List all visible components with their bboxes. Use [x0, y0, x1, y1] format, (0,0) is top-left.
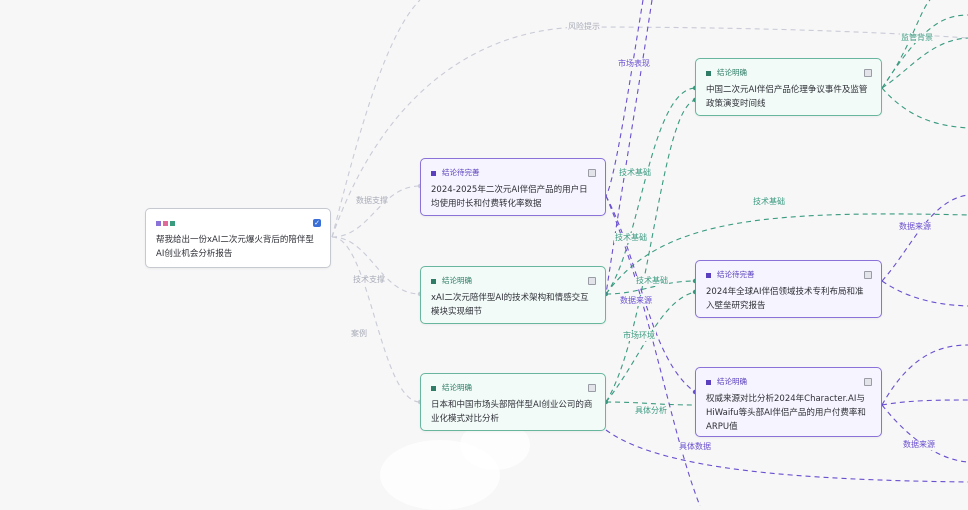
- status-square-icon: [431, 278, 436, 284]
- edge-user-data-arpu: [605, 195, 696, 393]
- edge-label-data-source: 数据来源: [898, 222, 932, 232]
- node-status: 结论待完善: [442, 168, 480, 177]
- edge-arpu-right-1: [881, 399, 968, 406]
- node-menu-icon[interactable]: [864, 378, 872, 386]
- status-square-icon: [431, 385, 436, 391]
- edge-label-tech-basis: 技术基础: [618, 168, 652, 178]
- edge-root-xai-tech: [331, 236, 421, 295]
- edge-japan-ethics: [605, 99, 696, 403]
- node-title: 权威来源对比分析2024年Character.AI与HiWaifu等头部AI伴侣…: [706, 394, 866, 432]
- edge-root-user-data: [331, 185, 421, 238]
- edge-label-tech-support: 技术支撑: [352, 275, 386, 285]
- edge-label-specific-data: 具体数据: [678, 442, 712, 452]
- node-status: 结论明确: [717, 68, 747, 77]
- edge-label-data-source: 数据来源: [902, 440, 936, 450]
- node-title: 中国二次元AI伴侣产品伦理争议事件及监管政策演变时间线: [706, 85, 868, 109]
- node-menu-icon[interactable]: [864, 69, 872, 77]
- edge-label-tech-basis: 技术基础: [752, 197, 786, 207]
- edge-top-market: [605, 0, 644, 197]
- edge-specific-data: [605, 429, 968, 483]
- edge-label-regulation: 监管背景: [900, 33, 934, 43]
- edge-xai-ethics: [605, 87, 696, 295]
- edge-arpu-right-3: [881, 344, 968, 406]
- edge-label-data-support: 数据支撑: [355, 196, 389, 206]
- edge-ethics-right-2: [881, 87, 968, 129]
- root-node[interactable]: ✓ 帮我给出一份xAI二次元爆火背后的陪伴型AI创业机会分析报告: [145, 208, 331, 268]
- edge-ethics-right-1: [881, 14, 968, 89]
- node-menu-icon[interactable]: [588, 169, 596, 177]
- edge-label-tech-basis: 技术基础: [635, 276, 669, 286]
- edge-ethics-top: [881, 0, 931, 89]
- node-title: 2024年全球AI伴侣领域技术专利布局和准入壁垒研究报告: [706, 287, 864, 311]
- node-japan-china[interactable]: 结论明确 日本和中国市场头部陪伴型AI创业公司的商业化模式对比分析: [420, 373, 606, 431]
- edge-label-data-source: 数据来源: [619, 296, 653, 306]
- status-square-icon: [431, 170, 436, 176]
- edge-root-top-left: [331, 0, 421, 238]
- edge-label-specific-case: 具体分析: [634, 406, 668, 416]
- edge-label-risk: 风险提示: [567, 22, 601, 32]
- status-square-icon: [706, 272, 711, 278]
- edge-patents-data-source: [881, 194, 968, 282]
- edge-top-market-2: [605, 0, 653, 295]
- node-menu-icon[interactable]: [588, 384, 596, 392]
- node-arpu[interactable]: 结论明确 权威来源对比分析2024年Character.AI与HiWaifu等头…: [695, 367, 882, 437]
- node-ethics-timeline[interactable]: 结论明确 中国二次元AI伴侣产品伦理争议事件及监管政策演变时间线: [695, 58, 882, 116]
- edge-xai-far-right: [605, 213, 968, 295]
- edge-root-japan-china: [331, 236, 421, 403]
- checkbox-checked-icon[interactable]: ✓: [313, 219, 321, 227]
- root-color-square-purple: [156, 220, 161, 226]
- root-node-title: 帮我给出一份xAI二次元爆火背后的陪伴型AI创业机会分析报告: [156, 235, 314, 259]
- edge-label-tech-basis: 技术基础: [614, 233, 648, 243]
- node-patents[interactable]: 结论待完善 2024年全球AI伴侣领域技术专利布局和准入壁垒研究报告: [695, 260, 882, 318]
- node-status: 结论待完善: [717, 270, 755, 279]
- node-xai-tech[interactable]: 结论明确 xAI二次元陪伴型AI的技术架构和情感交互模块实现细节: [420, 266, 606, 324]
- root-color-square-teal: [170, 220, 175, 226]
- node-status: 结论明确: [717, 377, 747, 386]
- status-square-icon: [706, 379, 711, 385]
- edge-patents-right: [881, 280, 968, 307]
- edge-xai-patents: [605, 280, 696, 295]
- node-title: 2024-2025年二次元AI伴侣产品的用户日均使用时长和付费转化率数据: [431, 185, 588, 209]
- edge-label-market-perf: 市场表现: [617, 59, 651, 69]
- node-status: 结论明确: [442, 383, 472, 392]
- node-status: 结论明确: [442, 276, 472, 285]
- node-user-data[interactable]: 结论待完善 2024-2025年二次元AI伴侣产品的用户日均使用时长和付费转化率…: [420, 158, 606, 216]
- edge-label-case: 案例: [350, 329, 368, 339]
- edge-arpu-right-2: [881, 404, 968, 463]
- edge-japan-patents: [605, 291, 696, 403]
- node-menu-icon[interactable]: [864, 271, 872, 279]
- edge-ethics-regulation: [881, 37, 968, 89]
- root-node-header: [156, 217, 320, 229]
- node-title: xAI二次元陪伴型AI的技术架构和情感交互模块实现细节: [431, 293, 589, 317]
- edge-japan-arpu: [605, 401, 696, 406]
- status-square-icon: [706, 70, 711, 76]
- root-color-square-pink: [163, 220, 168, 226]
- node-menu-icon[interactable]: [588, 277, 596, 285]
- edge-label-market-env: 市场环境: [622, 331, 656, 341]
- node-title: 日本和中国市场头部陪伴型AI创业公司的商业化模式对比分析: [431, 400, 593, 424]
